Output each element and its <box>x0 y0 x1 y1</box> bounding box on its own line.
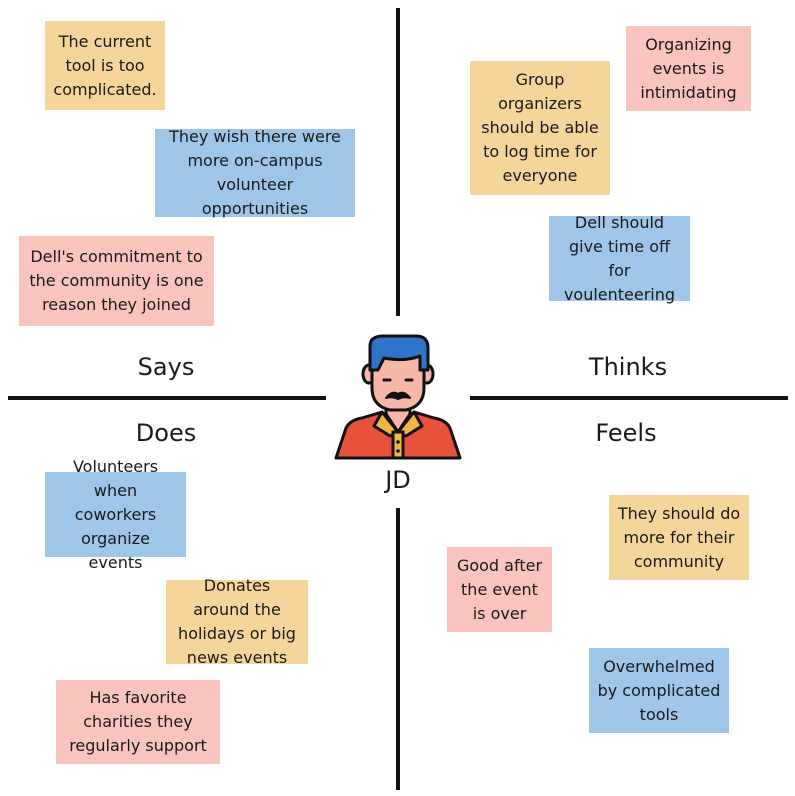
persona-name: JD <box>385 466 411 494</box>
sticky-note: Organizing events is intimidating <box>626 26 751 111</box>
sticky-note: Dell's commitment to the community is on… <box>19 236 214 326</box>
quadrant-label-thinks: Thinks <box>588 353 668 381</box>
sticky-note: Good after the event is over <box>447 547 552 632</box>
sticky-note: Dell should give time off for voulenteer… <box>549 213 690 304</box>
sticky-note: They should do more for their community <box>609 495 749 580</box>
sticky-note: Group organizers should be able to log t… <box>470 61 610 195</box>
user-avatar-icon <box>334 334 462 460</box>
vertical-divider-bottom <box>396 508 400 790</box>
vertical-divider-top <box>396 8 400 316</box>
quadrant-label-feels: Feels <box>595 419 657 447</box>
sticky-note: Volunteers when coworkers organize event… <box>45 457 186 572</box>
quadrant-label-does: Does <box>135 419 197 447</box>
horizontal-divider-left <box>8 396 326 400</box>
sticky-note: Overwhelmed by complicated tools <box>589 648 729 733</box>
sticky-note: Donates around the holidays or big news … <box>166 576 308 667</box>
quadrant-label-says: Says <box>137 353 195 381</box>
horizontal-divider-right <box>470 396 788 400</box>
sticky-note: The current tool is too complicated. <box>45 21 165 110</box>
sticky-note: Has favorite charities they regularly su… <box>56 680 220 764</box>
sticky-note: They wish there were more on-campus volu… <box>155 127 355 218</box>
